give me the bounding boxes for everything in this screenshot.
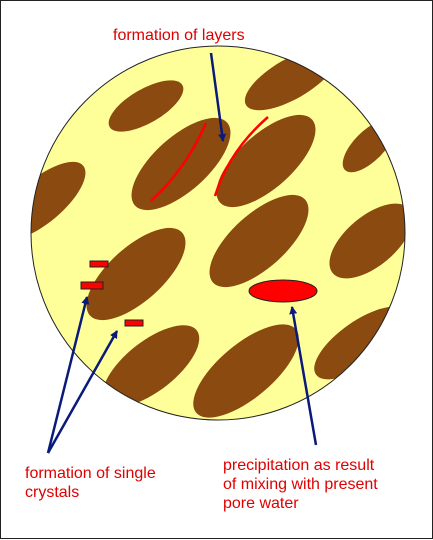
single-crystal bbox=[125, 320, 143, 326]
label-line: crystals bbox=[25, 483, 156, 502]
label-line: precipitation as result bbox=[223, 456, 378, 475]
label-formation-of-single-crystals: formation of single crystals bbox=[25, 464, 156, 502]
label-precipitation: precipitation as result of mixing with p… bbox=[223, 456, 378, 513]
label-formation-of-layers: formation of layers bbox=[113, 26, 245, 45]
label-line: formation of single bbox=[25, 464, 156, 483]
single-crystal bbox=[90, 261, 108, 267]
label-line: of mixing with present bbox=[223, 475, 378, 494]
single-crystal bbox=[81, 282, 103, 289]
precipitate-ellipse bbox=[249, 280, 317, 302]
label-line: pore water bbox=[223, 494, 378, 513]
